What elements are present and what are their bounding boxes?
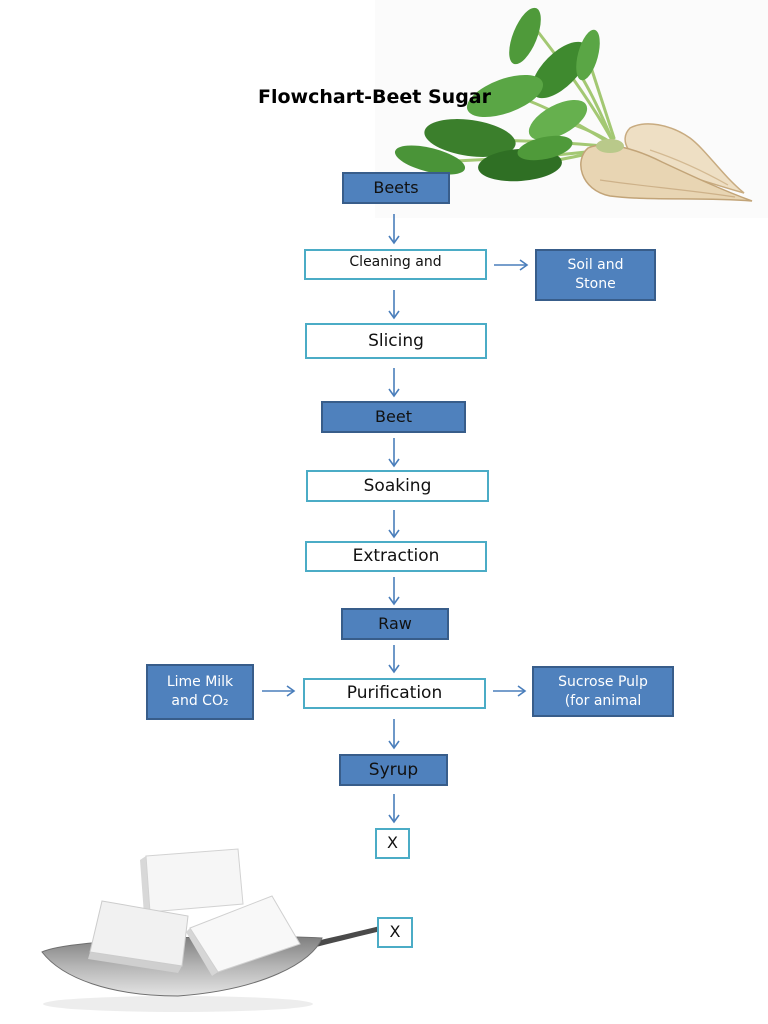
step-beets-box: Beets (342, 172, 450, 204)
step-purification-box: Purification (303, 678, 486, 709)
arrow-cleaning-to-soil (494, 259, 529, 271)
leaf (394, 145, 466, 175)
arrow-extraction-to-raw (388, 577, 400, 606)
step-label: Purification (346, 683, 443, 704)
spoon-handle (312, 926, 381, 947)
root-shading (649, 149, 729, 186)
sugar-cube (88, 900, 189, 973)
arrow-soaking-to-extraction (388, 510, 400, 539)
beet-roots (580, 123, 753, 202)
step-beet-box: Beet (321, 401, 466, 433)
arrow-lime-to-purification (262, 685, 296, 697)
arrow-beets-to-cleaning (388, 214, 400, 245)
side-label-line: Stone (575, 276, 616, 292)
spoon-shadow (43, 996, 313, 1012)
side-label-line: Sucrose Pulp (558, 673, 648, 690)
step-label: Beet (375, 406, 412, 426)
side-label-line: and CO₂ (171, 693, 229, 709)
step-raw-box: Raw (341, 608, 449, 640)
leaf (576, 29, 600, 81)
step-label: Syrup (368, 759, 419, 780)
leaf (531, 41, 589, 99)
sugar-cube (186, 895, 301, 976)
leaf (466, 74, 544, 118)
step-extraction-box: Extraction (305, 541, 487, 572)
arrow-cleaning-to-slicing (388, 290, 400, 320)
step-label: Beets (373, 177, 419, 197)
step-syrup-box: Syrup (339, 754, 448, 786)
arrow-syrup-to-x (388, 794, 400, 824)
sugar-cubes-spoon-icon (41, 848, 381, 1012)
step-label: Soaking (363, 475, 432, 496)
input-lime-milk-box: Lime Milk and CO₂ (146, 664, 254, 720)
step-label: X (389, 922, 401, 942)
step-unknown-box: X (377, 917, 413, 948)
step-label: Extraction (352, 546, 440, 567)
arrow-beet-to-soaking (388, 438, 400, 468)
output-sucrose-pulp-box: Sucrose Pulp (for animal (532, 666, 674, 717)
side-label-line: Lime Milk (166, 674, 234, 691)
arrow-raw-to-purification (388, 645, 400, 674)
step-label: Cleaning and (349, 254, 442, 271)
beet-leaves (394, 7, 600, 182)
arrow-slicing-to-beet (388, 368, 400, 398)
leaf (517, 135, 573, 161)
side-label-line: Soil and (567, 257, 624, 274)
step-label: Raw (378, 613, 412, 633)
arrow-purification-to-sucrose (493, 685, 527, 697)
step-unknown-box: X (375, 828, 410, 859)
diagram-title: Flowchart-Beet Sugar (258, 86, 492, 108)
leaf (509, 7, 541, 65)
beet-root (580, 144, 753, 202)
step-soaking-box: Soaking (306, 470, 489, 502)
side-label-line: (for animal (564, 692, 642, 709)
beet-crown (596, 139, 624, 153)
step-label: X (387, 833, 398, 853)
step-label: Slicing (368, 330, 424, 351)
arrow-purification-to-syrup (388, 719, 400, 750)
step-cleaning-box: Cleaning and (304, 249, 487, 280)
leaf (528, 99, 588, 141)
sugar-cube (140, 848, 244, 915)
root-shading (599, 179, 736, 198)
output-soil-stone-box: Soil and Stone (535, 249, 656, 301)
leaf (424, 119, 516, 157)
step-slicing-box: Slicing (305, 323, 487, 359)
